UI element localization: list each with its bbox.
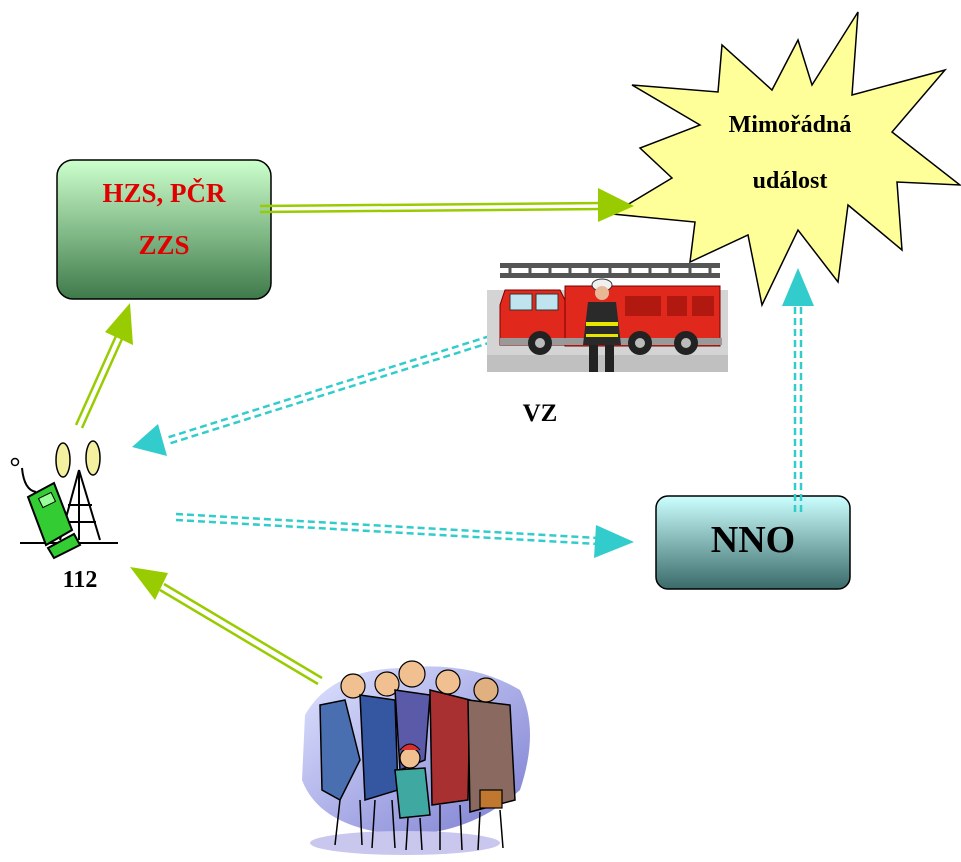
antenna-phone-icon bbox=[10, 440, 118, 560]
responders-label-line1: HZS, PČR bbox=[102, 178, 226, 208]
firefighter-icon bbox=[583, 278, 621, 372]
emergency-number-label: 112 bbox=[62, 567, 98, 593]
crowd-icon bbox=[302, 660, 530, 855]
responders-box bbox=[56, 159, 272, 300]
nno-label: NNO bbox=[710, 519, 796, 561]
arrow-112-to-nno bbox=[175, 512, 634, 558]
arrow-responders-to-event bbox=[259, 188, 634, 222]
event-starburst bbox=[609, 11, 961, 308]
event-label-line1: Mimořádná bbox=[728, 112, 852, 138]
event-label-line2: událost bbox=[752, 168, 828, 194]
arrow-112-to-responders bbox=[74, 303, 133, 429]
responders-label-line2: ZZS bbox=[138, 230, 190, 260]
vz-label: VZ bbox=[522, 400, 558, 427]
nno-box bbox=[655, 495, 851, 590]
arrow-nno-to-event bbox=[782, 268, 814, 512]
arrow-vz-to-112 bbox=[132, 334, 493, 456]
arrow-crowd-to-112 bbox=[130, 567, 323, 686]
